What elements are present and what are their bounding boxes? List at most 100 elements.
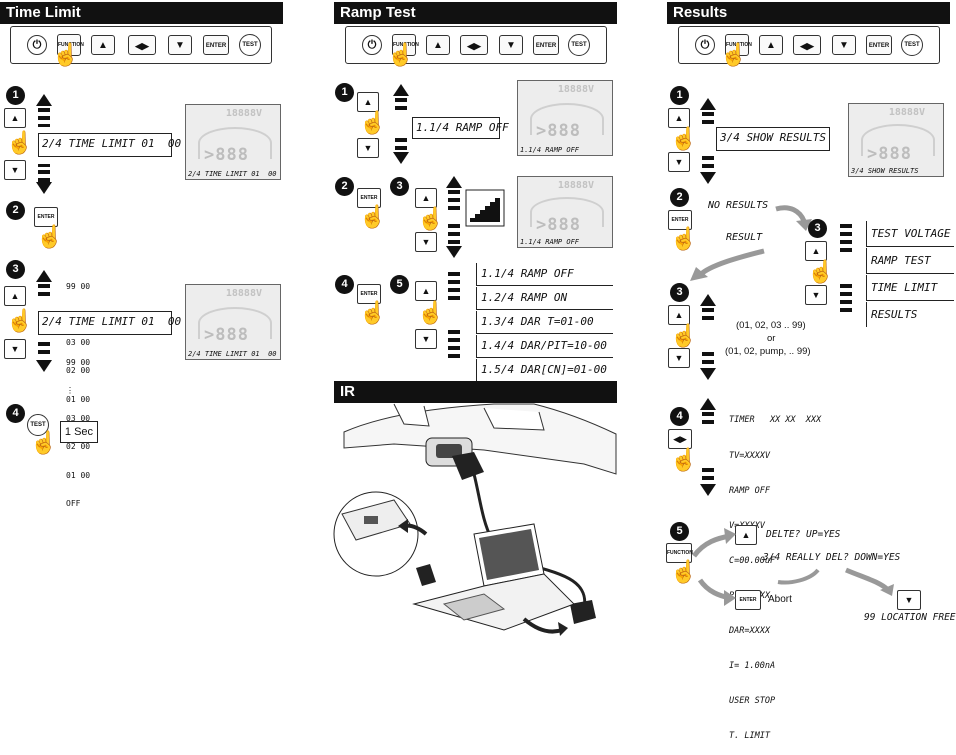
result-detail-item: T. LIMIT — [729, 731, 770, 742]
ramp-option: 1.2/4 RAMP ON — [476, 287, 613, 310]
down-key[interactable]: ▼ — [668, 348, 690, 368]
button-panel: ⏻ FUNCTION ▲ ◀▶ ▼ ENTER TEST — [678, 26, 940, 64]
up-key[interactable]: ▲ — [4, 108, 26, 128]
down-button[interactable]: ▼ — [168, 35, 192, 55]
up-button[interactable]: ▲ — [426, 35, 450, 55]
location-free-label: 99 LOCATION FREE — [864, 612, 956, 623]
enter-button[interactable]: ENTER — [203, 35, 229, 55]
screen-caption: 1.1/4 RAMP OFF — [520, 238, 580, 246]
up-key[interactable]: ▲ — [668, 108, 690, 128]
up-button[interactable]: ▲ — [759, 35, 783, 55]
function-key[interactable]: FUNCTION — [666, 543, 693, 563]
lcd-display-line: 3/4 SHOW RESULTS — [716, 127, 830, 151]
down-button[interactable]: ▼ — [499, 35, 523, 55]
power-button[interactable]: ⏻ — [362, 35, 382, 55]
up-down-arrow-icon — [446, 176, 462, 258]
test-button[interactable]: TEST — [901, 34, 923, 56]
hand-pointer-icon: ☝ — [720, 42, 748, 67]
up-key[interactable]: ▲ — [735, 525, 757, 545]
section-header-ir: IR — [334, 381, 617, 403]
screen-caption: 1.1/4 RAMP OFF — [520, 146, 580, 154]
down-key[interactable]: ▼ — [897, 590, 921, 610]
up-key[interactable]: ▲ — [357, 92, 379, 112]
up-key[interactable]: ▲ — [4, 286, 26, 306]
step-number: 2 — [6, 201, 25, 220]
button-panel: ⏻ FUNCTION ▲ ◀▶ ▼ ENTER TEST — [10, 26, 272, 64]
left-right-key[interactable]: ◀▶ — [668, 429, 692, 449]
enter-button[interactable]: ENTER — [533, 35, 559, 55]
up-down-arrow-icon — [36, 94, 52, 194]
enter-key[interactable]: ENTER — [357, 188, 381, 208]
meter-screen: 18888V >888 2/4 TIME LIMIT 01 00 — [185, 104, 281, 180]
ramp-option: 1.5/4 DAR[CN]=01-00 — [476, 359, 613, 381]
result-detail-item: RAMP OFF — [729, 485, 770, 496]
step-number: 1 — [6, 86, 25, 105]
screen-top-digits: 18888V — [225, 108, 262, 119]
test-button[interactable]: TEST — [568, 34, 590, 56]
value-item: 02 00 — [66, 366, 91, 376]
enter-key[interactable]: ENTER — [735, 590, 761, 610]
left-right-button[interactable]: ◀▶ — [793, 35, 821, 55]
step-number: 3 — [6, 260, 25, 279]
step-number: 5 — [670, 522, 689, 541]
hand-pointer-icon: ☝ — [387, 42, 415, 67]
delete-prompt: DELTE? UP=YES — [766, 529, 841, 540]
down-key[interactable]: ▼ — [668, 152, 690, 172]
result-detail-item: DAR=XXXX — [729, 626, 770, 637]
result-detail-item: TIMER XX XX XXX — [729, 415, 822, 426]
value-list-down: 99 00 ⋮ 03 00 02 00 01 00 OFF — [66, 339, 90, 518]
up-key[interactable]: ▲ — [805, 241, 827, 261]
test-button[interactable]: TEST — [239, 34, 261, 56]
power-button[interactable]: ⏻ — [27, 35, 47, 55]
down-key[interactable]: ▼ — [415, 232, 437, 252]
ramp-option: 1.3/4 DAR T=01-00 — [476, 311, 613, 334]
value-item: 03 00 — [66, 414, 91, 424]
screen-top-digits: 18888V — [888, 107, 925, 118]
enter-key[interactable]: ENTER — [357, 284, 381, 304]
test-key[interactable]: TEST — [27, 414, 49, 436]
down-key[interactable]: ▼ — [4, 339, 26, 359]
step-number: 1 — [670, 86, 689, 105]
down-key[interactable]: ▼ — [357, 138, 379, 158]
hand-pointer-icon: ☝ — [36, 224, 64, 249]
power-button[interactable]: ⏻ — [695, 35, 715, 55]
enter-button[interactable]: ENTER — [866, 35, 892, 55]
down-button[interactable]: ▼ — [832, 35, 856, 55]
screen-arc — [530, 197, 604, 227]
lcd-display-line: 2/4 TIME LIMIT 01 00 — [38, 133, 181, 157]
hand-pointer-icon: ☝ — [670, 447, 698, 472]
results-menu: TEST VOLTAGE RAMP TEST TIME LIMIT RESULT… — [866, 221, 955, 327]
step-number: 4 — [335, 275, 354, 294]
up-down-arrow-icon — [700, 398, 716, 496]
meter-screen: 18888V >888 2/4 TIME LIMIT 01 00 — [185, 284, 281, 360]
step-number: 3 — [390, 177, 409, 196]
screen-main-digits: >888 — [536, 215, 581, 235]
down-key[interactable]: ▼ — [805, 285, 827, 305]
step-number: 1 — [335, 83, 354, 102]
screen-arc — [530, 103, 604, 135]
result-detail-item: C=00.00uF — [729, 555, 776, 566]
meter-screen: 18888V >888 1.1/4 RAMP OFF — [517, 80, 613, 156]
up-key[interactable]: ▲ — [415, 281, 437, 301]
down-key[interactable]: ▼ — [415, 329, 437, 349]
section-title: Ramp Test — [340, 4, 416, 21]
up-button[interactable]: ▲ — [91, 35, 115, 55]
screen-top-digits: 18888V — [225, 288, 262, 299]
down-key[interactable]: ▼ — [4, 160, 26, 180]
result-label: RESULT — [726, 232, 763, 243]
hand-pointer-icon: ☝ — [30, 430, 58, 455]
function-button[interactable]: FUNCTION — [57, 34, 84, 56]
function-button[interactable]: FUNCTION — [725, 34, 752, 56]
meter-screen: 18888V >888 3/4 SHOW RESULTS — [848, 103, 944, 177]
function-button[interactable]: FUNCTION — [392, 34, 419, 56]
left-right-button[interactable]: ◀▶ — [128, 35, 156, 55]
menu-item: RESULTS — [866, 302, 954, 327]
lcd-display-line: 2/4 TIME LIMIT 01 00 — [38, 311, 181, 335]
up-key[interactable]: ▲ — [668, 305, 690, 325]
up-down-arrow-icon — [700, 294, 716, 380]
flow-arrows — [691, 528, 894, 606]
enter-key[interactable]: ENTER — [668, 210, 692, 230]
left-right-button[interactable]: ◀▶ — [460, 35, 488, 55]
enter-key[interactable]: ENTER — [34, 207, 58, 227]
up-key[interactable]: ▲ — [415, 188, 437, 208]
